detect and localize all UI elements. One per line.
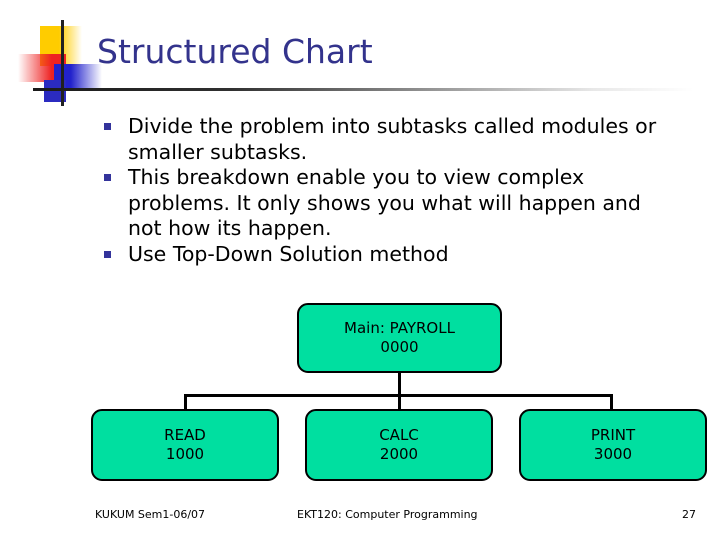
- connector-horizontal-bar: [184, 394, 613, 397]
- connector-root-stem: [398, 373, 401, 397]
- list-item: Divide the problem into subtasks called …: [100, 114, 680, 165]
- list-item: This breakdown enable you to view comple…: [100, 165, 680, 242]
- list-item: Use Top-Down Solution method: [100, 242, 680, 268]
- chart-node-read: READ 1000: [91, 409, 279, 481]
- footer-course-title: EKT120: Computer Programming: [297, 508, 478, 521]
- chart-node-number: 0000: [380, 338, 419, 356]
- page-title: Structured Chart: [97, 32, 373, 71]
- connector-drop-read: [184, 394, 187, 410]
- bullet-square-icon: [104, 123, 111, 130]
- chart-node-number: 1000: [165, 445, 205, 463]
- list-item-text: This breakdown enable you to view comple…: [128, 165, 641, 240]
- chart-node-name: CALC: [379, 426, 419, 444]
- chart-node-number: 2000: [379, 445, 419, 463]
- logo-blue-square-icon: [44, 80, 66, 102]
- chart-node-calc: CALC 2000: [305, 409, 493, 481]
- bullet-square-icon: [104, 174, 111, 181]
- bullet-square-icon: [104, 250, 111, 258]
- chart-node-print: PRINT 3000: [519, 409, 707, 481]
- slide-footer: KUKUM Sem1-06/07 EKT120: Computer Progra…: [0, 508, 720, 528]
- title-divider: [33, 88, 693, 91]
- decorative-logo-icon: [18, 20, 114, 106]
- connector-drop-print: [610, 394, 613, 410]
- chart-node-name: PRINT: [590, 426, 636, 444]
- footer-course-term: KUKUM Sem1-06/07: [95, 508, 206, 521]
- chart-node-number: 3000: [593, 445, 633, 463]
- list-item-text: Divide the problem into subtasks called …: [128, 114, 657, 164]
- chart-node-main: Main: PAYROLL 0000: [297, 303, 502, 373]
- chart-node-name: READ: [164, 426, 206, 444]
- chart-node-name: Main: PAYROLL: [344, 319, 455, 337]
- footer-page-number: 27: [682, 508, 696, 521]
- logo-vertical-line-icon: [61, 20, 64, 106]
- list-item-text: Use Top-Down Solution method: [128, 241, 449, 266]
- connector-drop-calc: [398, 394, 401, 410]
- bullet-list: Divide the problem into subtasks called …: [100, 114, 680, 267]
